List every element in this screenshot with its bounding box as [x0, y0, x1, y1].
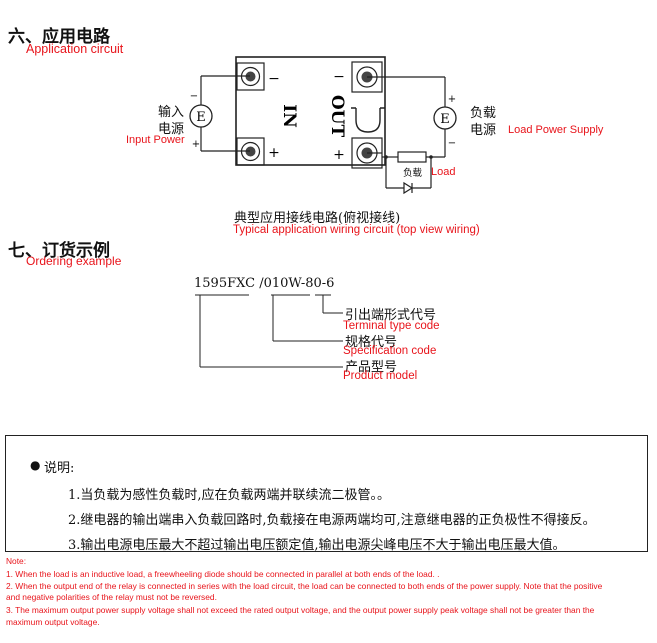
- wiring-caption-zh: 典型应用接线电路(俯视接线): [234, 211, 401, 226]
- load-source-letter: E: [440, 112, 450, 127]
- load-supply-label-zh-1: 负载: [470, 106, 497, 121]
- notes-title: 说明:: [44, 461, 75, 476]
- junction-dot: [384, 155, 388, 159]
- freewheel-diode: [403, 181, 414, 195]
- terminal-code-zh: 引出端形式代号: [345, 308, 437, 323]
- input-power-label-en: Input Power: [126, 134, 185, 146]
- footer-note-line: and negative polarities of the relay mus…: [6, 592, 217, 602]
- footer-note-line: 2. When the output end of the relay is c…: [6, 581, 603, 591]
- footer-note-title: Note:: [6, 556, 27, 566]
- out-label: OUT: [327, 95, 347, 138]
- bullet-icon: ●: [30, 458, 41, 472]
- notes-box: ● 说明: 1.当负载为感性负载时,应在负载两端并联续流二极管。。 2.继电器的…: [5, 435, 648, 553]
- load-source-minus: −: [448, 138, 456, 149]
- ordering-leader-lines: [195, 294, 343, 368]
- section7-heading-en: Ordering example: [26, 254, 122, 268]
- spec-code-zh: 规格代号: [345, 335, 398, 350]
- in-label: IN: [279, 104, 299, 128]
- relay-body: [235, 56, 386, 166]
- input-source-letter: E: [196, 110, 206, 125]
- spec-code-en: Specification code: [343, 345, 437, 357]
- load-supply-label-en: Load Power Supply: [508, 124, 604, 136]
- wiring-caption-en: Typical application wiring circuit (top …: [233, 224, 480, 236]
- model-number: 1595FXC /010W-80-6: [194, 276, 335, 291]
- load-source-plus: +: [448, 94, 456, 105]
- screw-head-left-bottom: [245, 146, 256, 157]
- wiring-diagram: E E − + − + − + + − IN OUT: [189, 56, 457, 195]
- input-power-label-zh-2: 电源: [158, 122, 185, 137]
- product-model-zh: 产品型号: [345, 360, 398, 375]
- load-label-en: Load: [431, 166, 456, 178]
- mounting-slot: [355, 108, 381, 133]
- note-item: 2.继电器的输出端串入负载回路时,负载接在电源两端均可,注意继电器的正负极性不得…: [68, 513, 596, 528]
- output-minus-sign: −: [333, 69, 345, 85]
- load-label-zh: 负载: [403, 168, 423, 179]
- input-power-label-zh-1: 输入: [158, 105, 185, 120]
- product-model-en: Product model: [343, 370, 418, 382]
- note-item: 3.输出电源电压最大不超过输出电压额定值,输出电源尖峰电压不大于输出电压最大值。: [68, 538, 566, 553]
- load-supply-label-zh-2: 电源: [470, 123, 497, 138]
- screw-head-left-top: [245, 71, 256, 82]
- section6-heading-en: Application circuit: [26, 42, 124, 56]
- output-plus-sign: +: [333, 147, 345, 163]
- note-item: 1.当负载为感性负载时,应在负载两端并联续流二极管。。: [68, 488, 391, 503]
- input-plus-sign: +: [268, 145, 280, 161]
- section7-heading: 七、订货示例: [8, 241, 110, 261]
- input-source-plus: +: [192, 139, 200, 150]
- section6-heading: 六、应用电路: [8, 27, 110, 47]
- footer-note-line: maximum output voltage.: [6, 617, 100, 627]
- footer-note-line: 1. When the load is an inductive load, a…: [6, 569, 440, 579]
- junction-dot: [429, 155, 433, 159]
- footer-note-line: 3. The maximum output power supply volta…: [6, 605, 595, 615]
- input-minus-sign: −: [268, 71, 280, 87]
- input-source-minus: −: [190, 91, 198, 102]
- terminal-code-en: Terminal type code: [343, 320, 440, 332]
